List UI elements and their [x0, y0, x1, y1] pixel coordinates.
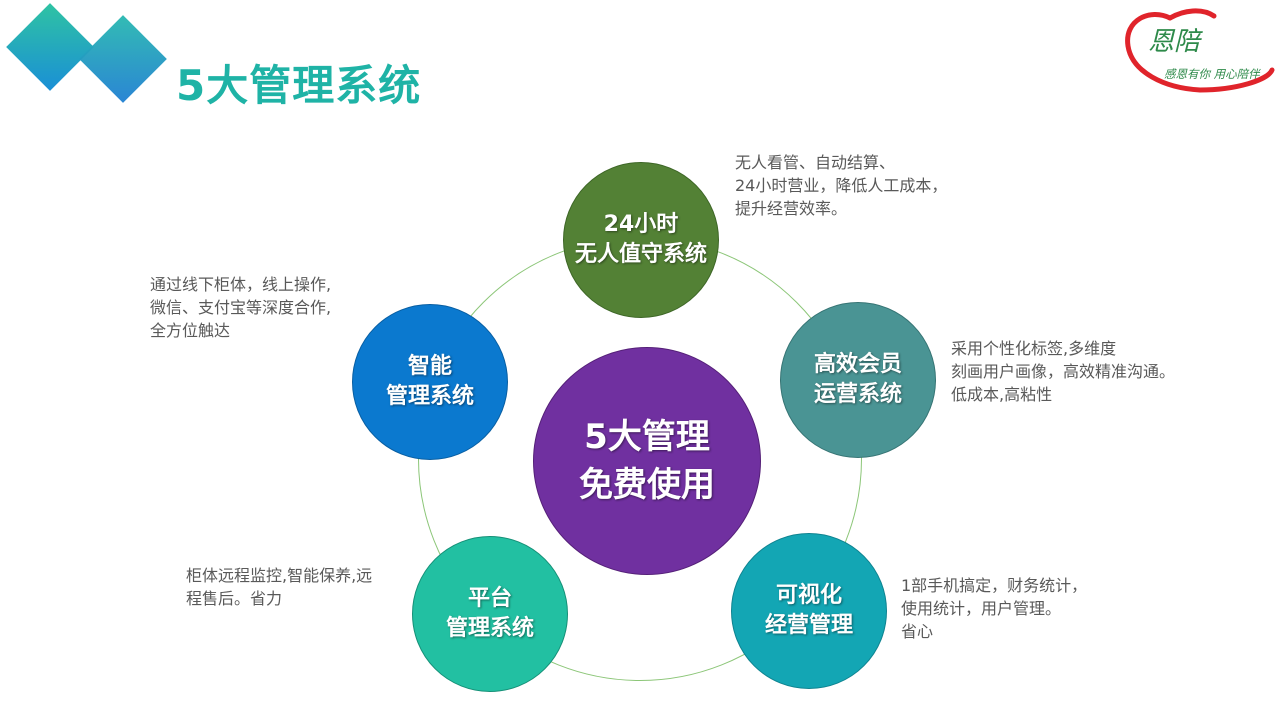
- node-visual-management: 可视化 经营管理: [731, 533, 887, 689]
- logo-slogan: 感恩有你 用心陪伴: [1164, 67, 1261, 81]
- node-membership-ops: 高效会员 运营系统: [780, 302, 936, 458]
- node-smart-management: 智能 管理系统: [352, 304, 508, 460]
- node-platform-management: 平台 管理系统: [412, 536, 568, 692]
- node-24h-unattended: 24小时 无人值守系统: [563, 162, 719, 318]
- description-smart-management: 通过线下柜体，线上操作, 微信、支付宝等深度合作, 全方位触达: [150, 275, 332, 340]
- logo-text: 恩陪: [1148, 27, 1203, 57]
- description-platform-management: 柜体远程监控,智能保养,远 程售后。省力: [186, 566, 373, 608]
- page-title: 5大管理系统: [176, 61, 422, 110]
- center-node: 5大管理 免费使用: [533, 347, 761, 575]
- logo: 恩陪 感恩有你 用心陪伴: [1125, 8, 1275, 93]
- description-24h-unattended: 无人看管、自动结算、 24小时营业，降低人工成本， 提升经营效率。: [735, 153, 948, 218]
- logo-heart-icon: [1125, 12, 1275, 93]
- description-membership-ops: 采用个性化标签,多维度 刻画用户画像，高效精准沟通。 低成本,高粘性: [951, 339, 1176, 404]
- decorative-diamond: [79, 15, 167, 103]
- decorative-diamond: [6, 3, 94, 91]
- description-visual-management: 1部手机搞定，财务统计， 使用统计，用户管理。 省心: [901, 576, 1088, 641]
